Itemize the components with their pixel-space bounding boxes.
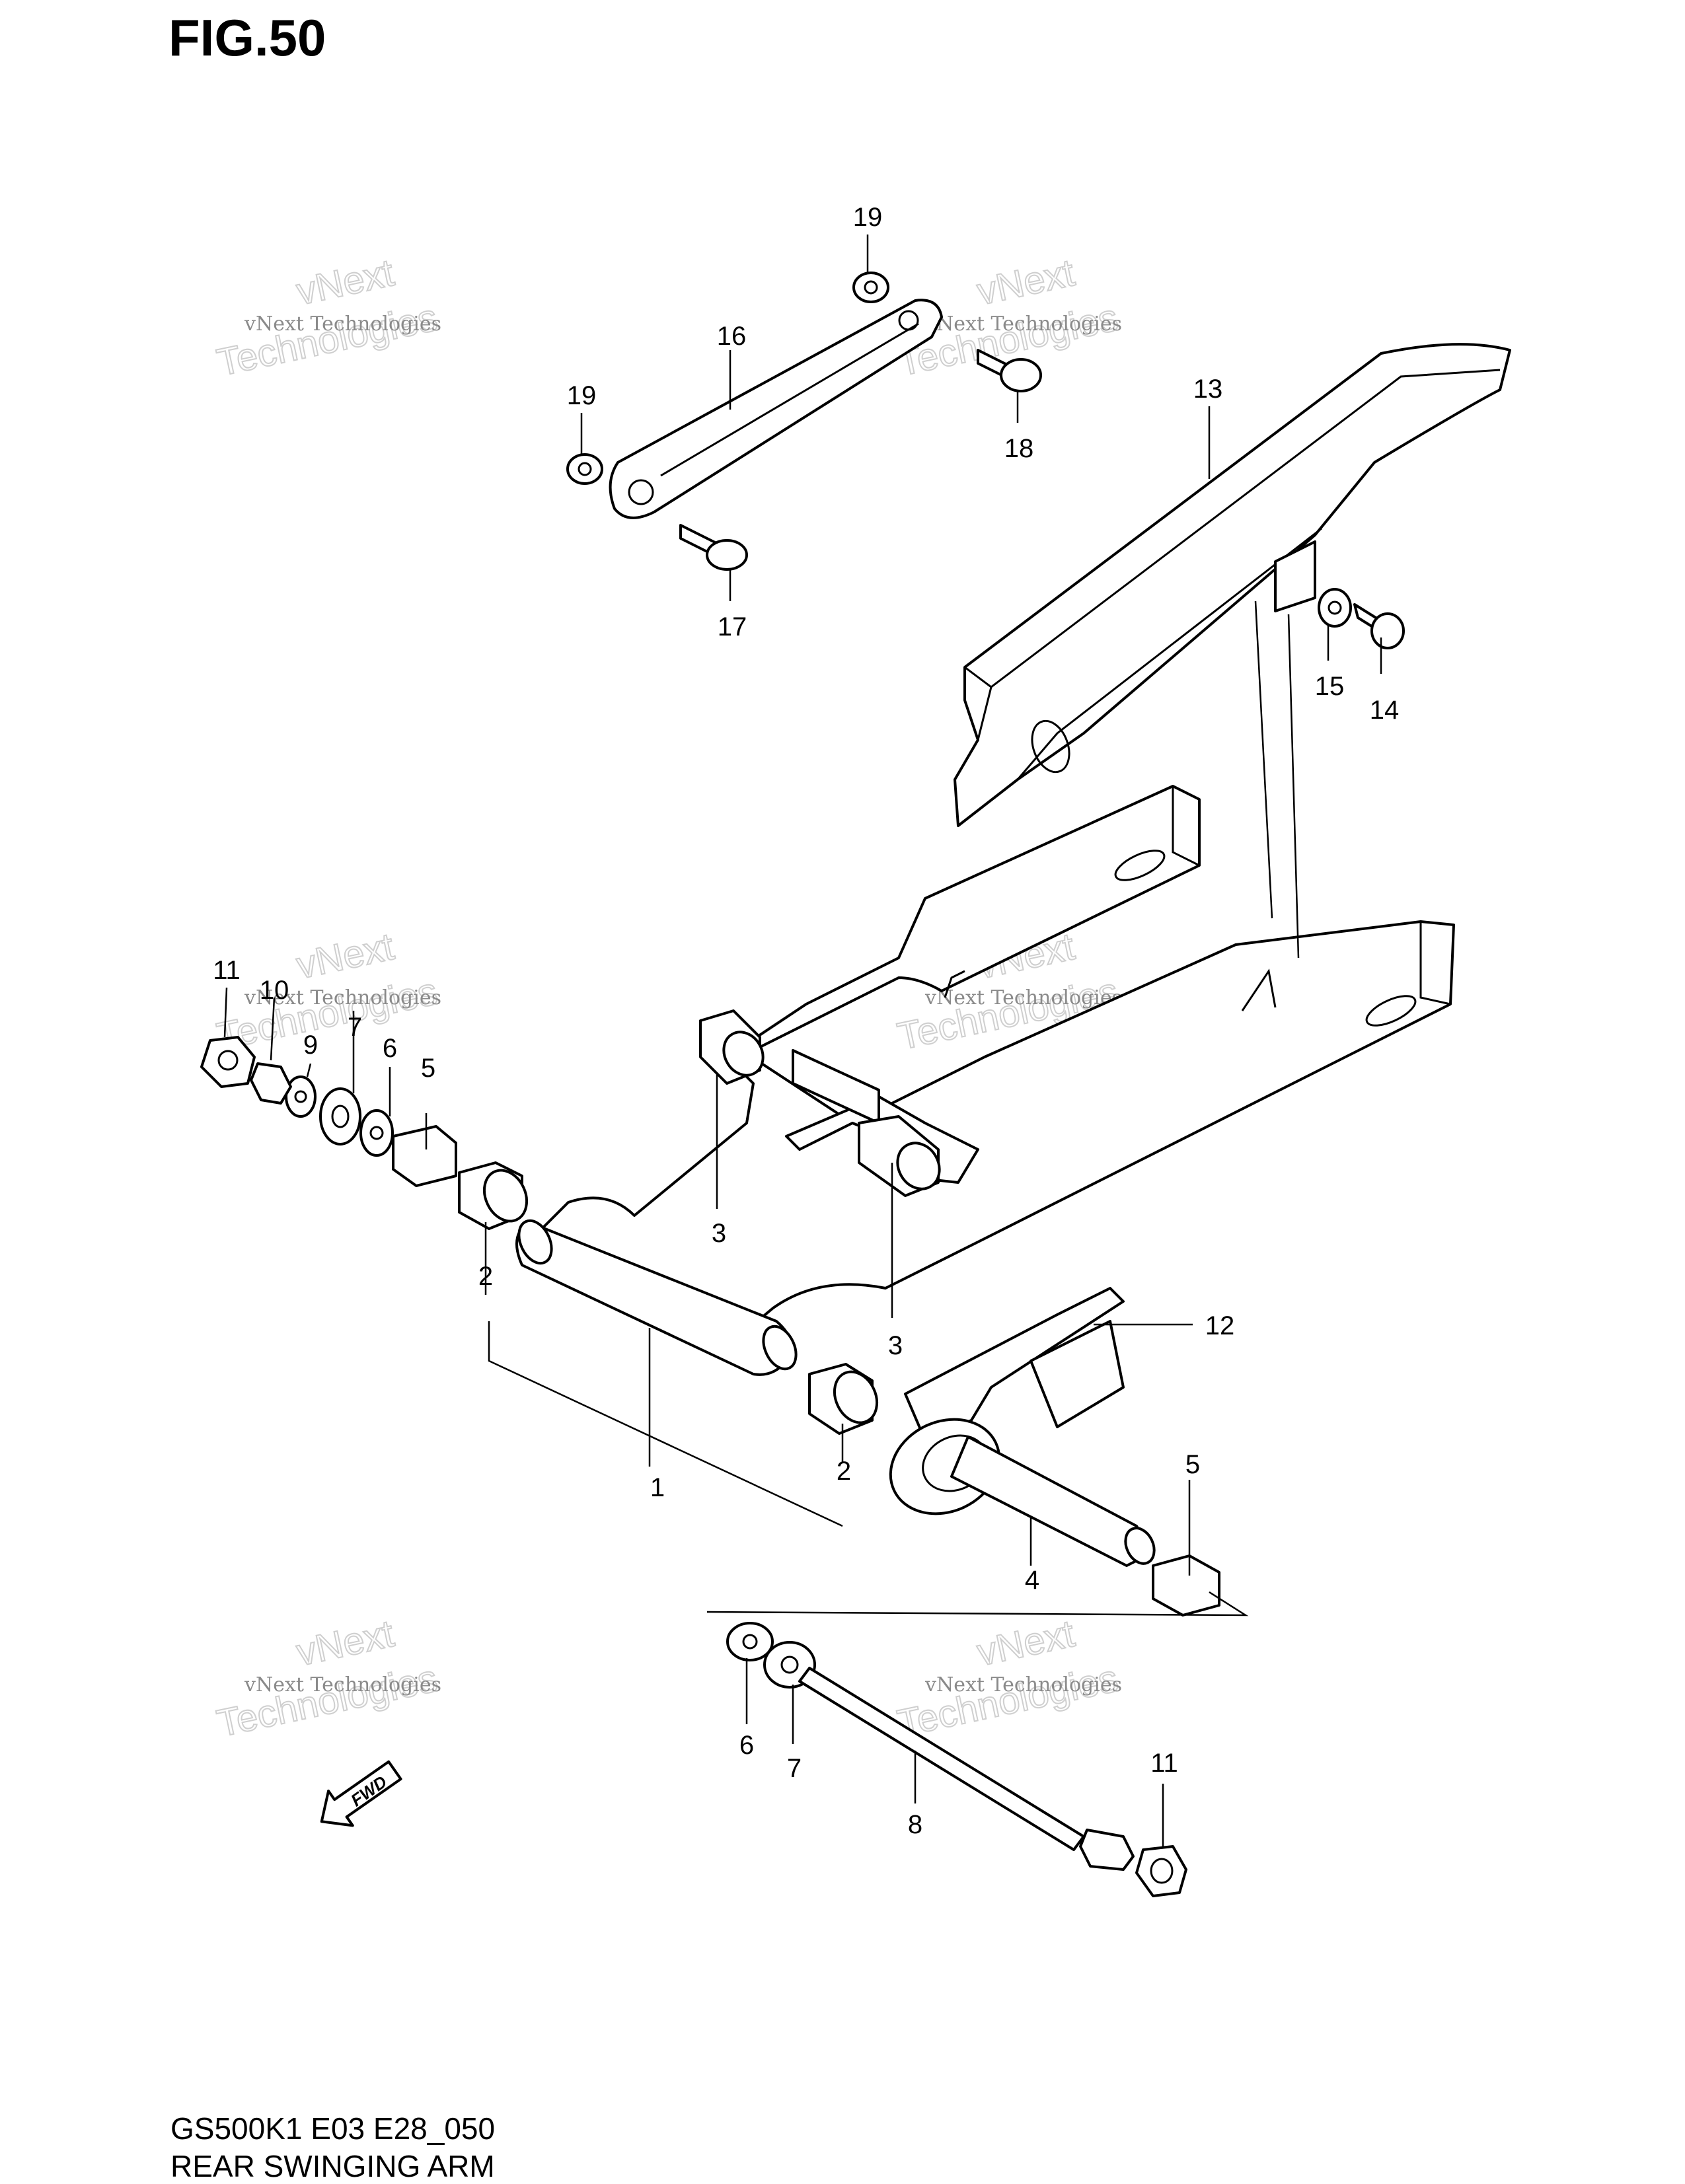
watermark-text: vNext Technologies bbox=[244, 312, 441, 336]
watermark-text: vNext Technologies bbox=[244, 1673, 441, 1696]
watermark-text: vNext Technologies bbox=[244, 986, 441, 1009]
watermark-text: Technologies bbox=[213, 296, 441, 384]
bolt-part-17 bbox=[679, 524, 748, 571]
callout-11: 11 bbox=[1150, 1749, 1178, 1778]
torque-link-part-16 bbox=[609, 299, 943, 519]
chain-buffer-part-12 bbox=[889, 1287, 1125, 1515]
washer-part-6-lower bbox=[726, 1622, 774, 1661]
callout-3: 3 bbox=[888, 1331, 903, 1360]
callout-6: 6 bbox=[739, 1731, 754, 1760]
pivot-sleeve-part-4 bbox=[950, 1436, 1156, 1567]
callout-9: 9 bbox=[303, 1031, 318, 1060]
watermark-text: vNext Technologies bbox=[924, 1673, 1122, 1696]
swing-arm-part-1 bbox=[515, 785, 1455, 1376]
bushing-part-3-lower bbox=[858, 1115, 941, 1197]
callout-2: 2 bbox=[837, 1457, 851, 1486]
callout-8: 8 bbox=[908, 1810, 922, 1839]
callout-13: 13 bbox=[1193, 375, 1223, 404]
callout-7: 7 bbox=[348, 1013, 362, 1042]
callout-11: 11 bbox=[213, 956, 241, 985]
watermark-text: vNext bbox=[293, 1612, 398, 1674]
nut-part-11-left bbox=[200, 1036, 256, 1088]
nut-part-19-lower bbox=[566, 453, 603, 485]
callout-19: 19 bbox=[853, 203, 883, 232]
nut-part-10 bbox=[250, 1062, 292, 1105]
fwd-arrow-icon: FWD bbox=[320, 1760, 402, 1827]
callout-3: 3 bbox=[712, 1219, 726, 1248]
chain-case-part-13 bbox=[954, 343, 1511, 827]
washer-part-7-left bbox=[319, 1087, 361, 1146]
assembly-lines bbox=[488, 601, 1300, 1617]
watermark-text: vNext Technologies bbox=[924, 986, 1122, 1009]
pivot-shaft-part-8 bbox=[798, 1667, 1135, 1871]
spacer-part-5-right bbox=[1152, 1554, 1220, 1617]
callout-14: 14 bbox=[1370, 696, 1400, 725]
callout-6: 6 bbox=[383, 1034, 397, 1063]
washer-part-9 bbox=[285, 1075, 317, 1118]
callout-5: 5 bbox=[1185, 1450, 1200, 1479]
watermark-text: Technologies bbox=[894, 1657, 1122, 1745]
bearing-part-2-left bbox=[458, 1161, 529, 1230]
callout-5: 5 bbox=[421, 1054, 435, 1083]
watermark: vNext Technologies vNext Technologies bbox=[213, 250, 442, 385]
watermark-text: vNext bbox=[973, 1612, 1078, 1674]
callout-17: 17 bbox=[718, 612, 747, 641]
callout-2: 2 bbox=[478, 1262, 493, 1291]
callout-16: 16 bbox=[717, 322, 747, 351]
callout-labels: 1 2 2 3 3 4 5 5 6 6 7 7 8 9 10 11 11 12 … bbox=[213, 203, 1399, 1839]
bolt-part-14 bbox=[1353, 603, 1405, 649]
watermark-text: Technologies bbox=[213, 970, 441, 1058]
callout-10: 10 bbox=[260, 976, 289, 1005]
callout-15: 15 bbox=[1315, 672, 1345, 701]
leader-lines bbox=[223, 235, 1382, 1846]
watermark: vNext Technologies vNext Technologies bbox=[893, 1611, 1123, 1746]
callout-1: 1 bbox=[650, 1473, 665, 1502]
callout-18: 18 bbox=[1004, 434, 1034, 463]
watermark-text: vNext bbox=[293, 251, 398, 313]
bolt-part-18 bbox=[977, 349, 1042, 392]
callout-4: 4 bbox=[1025, 1566, 1039, 1595]
figure-title: FIG.50 bbox=[168, 9, 326, 67]
callout-12: 12 bbox=[1205, 1311, 1235, 1340]
model-code-caption: GS500K1 E03 E28_050 bbox=[170, 2111, 496, 2146]
watermark-text: Technologies bbox=[213, 1657, 441, 1745]
callout-7: 7 bbox=[787, 1754, 802, 1783]
watermark-text: vNext bbox=[293, 925, 398, 987]
assembly-name-caption: REAR SWINGING ARM bbox=[170, 2149, 495, 2183]
watermark: vNext Technologies vNext Technologies bbox=[213, 1611, 442, 1746]
nut-part-11-lower bbox=[1135, 1845, 1187, 1897]
spacer-part-5-left bbox=[392, 1125, 457, 1187]
bearing-part-2-right bbox=[808, 1363, 879, 1435]
watermark-text: vNext Technologies bbox=[924, 312, 1122, 336]
watermark-text: vNext bbox=[973, 251, 1078, 313]
bushing-part-3-upper bbox=[699, 1009, 765, 1085]
washer-part-15 bbox=[1318, 588, 1352, 628]
washer-part-6-left bbox=[359, 1109, 394, 1157]
callout-19: 19 bbox=[567, 381, 597, 410]
nut-part-19-upper bbox=[852, 272, 889, 303]
